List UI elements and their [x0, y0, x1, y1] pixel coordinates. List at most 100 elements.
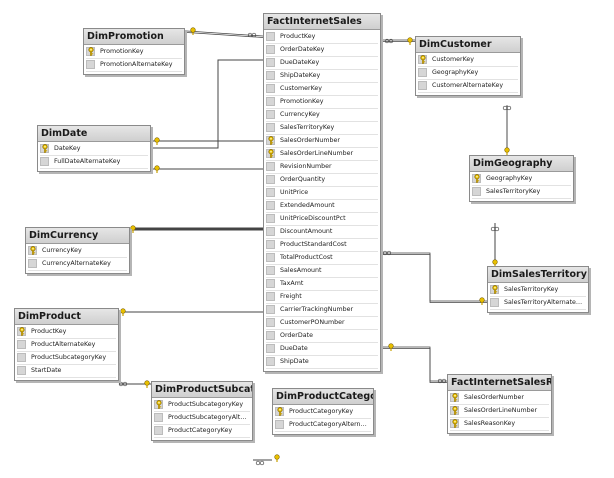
column-row[interactable]: CustomerKey: [418, 54, 518, 67]
column-name: CurrencyKey: [42, 247, 82, 254]
column-name: PromotionKey: [280, 98, 324, 105]
column-row[interactable]: SalesOrderLineNumber: [266, 148, 378, 161]
column-row[interactable]: DueDateKey: [266, 57, 378, 70]
column-row[interactable]: RevisionNumber: [266, 161, 378, 174]
column-row[interactable]: SalesOrderLineNumber: [450, 405, 549, 418]
column-icon: [266, 344, 275, 353]
column-icon: [266, 331, 275, 340]
column-row[interactable]: ProductSubcategoryKey: [154, 399, 250, 412]
table-title: DimPromotion: [84, 29, 184, 45]
column-row[interactable]: ProductKey: [17, 326, 116, 339]
column-icon: [266, 240, 275, 249]
column-row[interactable]: DiscountAmount: [266, 226, 378, 239]
column-row[interactable]: CarrierTrackingNumber: [266, 304, 378, 317]
column-row[interactable]: CurrencyKey: [28, 245, 127, 258]
infinity-icon: [437, 378, 447, 384]
column-icon: [266, 123, 275, 132]
column-row[interactable]: PromotionAlternateKey: [86, 59, 182, 72]
column-row[interactable]: GeographyKey: [418, 67, 518, 80]
column-name: StartDate: [31, 367, 62, 374]
column-name: PromotionAlternateKey: [100, 61, 173, 68]
column-row[interactable]: PromotionKey: [86, 46, 182, 59]
column-icon: [17, 366, 26, 375]
column-icon: [472, 187, 481, 196]
column-row[interactable]: Freight: [266, 291, 378, 304]
column-name: PromotionKey: [100, 48, 144, 55]
column-row[interactable]: ProductCategoryAltern…: [275, 419, 371, 432]
column-row[interactable]: CurrencyAlternateKey: [28, 258, 127, 271]
column-row[interactable]: StartDate: [17, 365, 116, 378]
column-row[interactable]: SalesReasonKey: [450, 418, 549, 431]
column-row[interactable]: UnitPriceDiscountPct: [266, 213, 378, 226]
column-row[interactable]: ProductAlternateKey: [17, 339, 116, 352]
column-name: CarrierTrackingNumber: [280, 306, 354, 313]
table-dimproductcategory[interactable]: DimProductCategory ProductCategoryKeyPro…: [272, 388, 374, 435]
column-row[interactable]: ExtendedAmount: [266, 200, 378, 213]
infinity-icon: [247, 32, 257, 38]
column-row[interactable]: OrderDate: [266, 330, 378, 343]
column-row[interactable]: GeographyKey: [472, 173, 571, 186]
column-row[interactable]: SalesOrderNumber: [266, 135, 378, 148]
key-icon: [388, 343, 394, 351]
column-row[interactable]: SalesAmount: [266, 265, 378, 278]
table-dimproductsubcategory[interactable]: DimProductSubcategc ProductSubcategoryKe…: [151, 381, 253, 441]
column-row[interactable]: ProductKey: [266, 31, 378, 44]
column-row[interactable]: OrderDateKey: [266, 44, 378, 57]
column-name: SalesReasonKey: [464, 420, 516, 427]
column-name: GeographyKey: [486, 175, 533, 182]
column-row[interactable]: DueDate: [266, 343, 378, 356]
column-icon: [266, 97, 275, 106]
key-icon: [130, 225, 136, 233]
column-name: CurrencyAlternateKey: [42, 260, 111, 267]
column-row[interactable]: PromotionKey: [266, 96, 378, 109]
column-icon: [266, 279, 275, 288]
column-row[interactable]: SalesTerritoryKey: [266, 122, 378, 135]
column-row[interactable]: ShipDate: [266, 356, 378, 369]
key-icon: [451, 406, 459, 415]
column-icon: [86, 60, 95, 69]
column-row[interactable]: SalesTerritoryKey: [490, 284, 586, 297]
column-row[interactable]: ProductCategoryKey: [154, 425, 250, 438]
table-title: DimCurrency: [26, 228, 129, 244]
column-row[interactable]: ProductSubcategoryAlt…: [154, 412, 250, 425]
column-name: Freight: [280, 293, 302, 300]
table-title: DimCustomer: [416, 37, 520, 53]
column-row[interactable]: ProductSubcategoryKey: [17, 352, 116, 365]
column-row[interactable]: UnitPrice: [266, 187, 378, 200]
column-row[interactable]: CurrencyKey: [266, 109, 378, 122]
column-name: SalesOrderNumber: [464, 394, 524, 401]
column-row[interactable]: FullDateAlternateKey: [40, 156, 148, 169]
column-row[interactable]: DateKey: [40, 143, 148, 156]
column-row[interactable]: TaxAmt: [266, 278, 378, 291]
column-row[interactable]: ProductStandardCost: [266, 239, 378, 252]
column-row[interactable]: CustomerAlternateKey: [418, 80, 518, 93]
column-icon: [266, 201, 275, 210]
column-row[interactable]: ShipDateKey: [266, 70, 378, 83]
column-row[interactable]: OrderQuantity: [266, 174, 378, 187]
table-title: DimDate: [38, 126, 150, 142]
column-row[interactable]: SalesTerritoryKey: [472, 186, 571, 199]
column-row[interactable]: SalesOrderNumber: [450, 392, 549, 405]
table-factinternetsalesreason[interactable]: FactInternetSalesRea SalesOrderNumberSal…: [447, 374, 552, 434]
column-row[interactable]: CustomerKey: [266, 83, 378, 96]
column-icon: [266, 188, 275, 197]
column-icon: [275, 420, 284, 429]
column-row[interactable]: CustomerPONumber: [266, 317, 378, 330]
column-row[interactable]: ProductCategoryKey: [275, 406, 371, 419]
column-row[interactable]: SalesTerritoryAlternate…: [490, 297, 586, 310]
infinity-icon: [384, 38, 394, 44]
column-name: SalesTerritoryKey: [280, 124, 335, 131]
key-icon: [18, 327, 26, 336]
column-row[interactable]: TotalProductCost: [266, 252, 378, 265]
